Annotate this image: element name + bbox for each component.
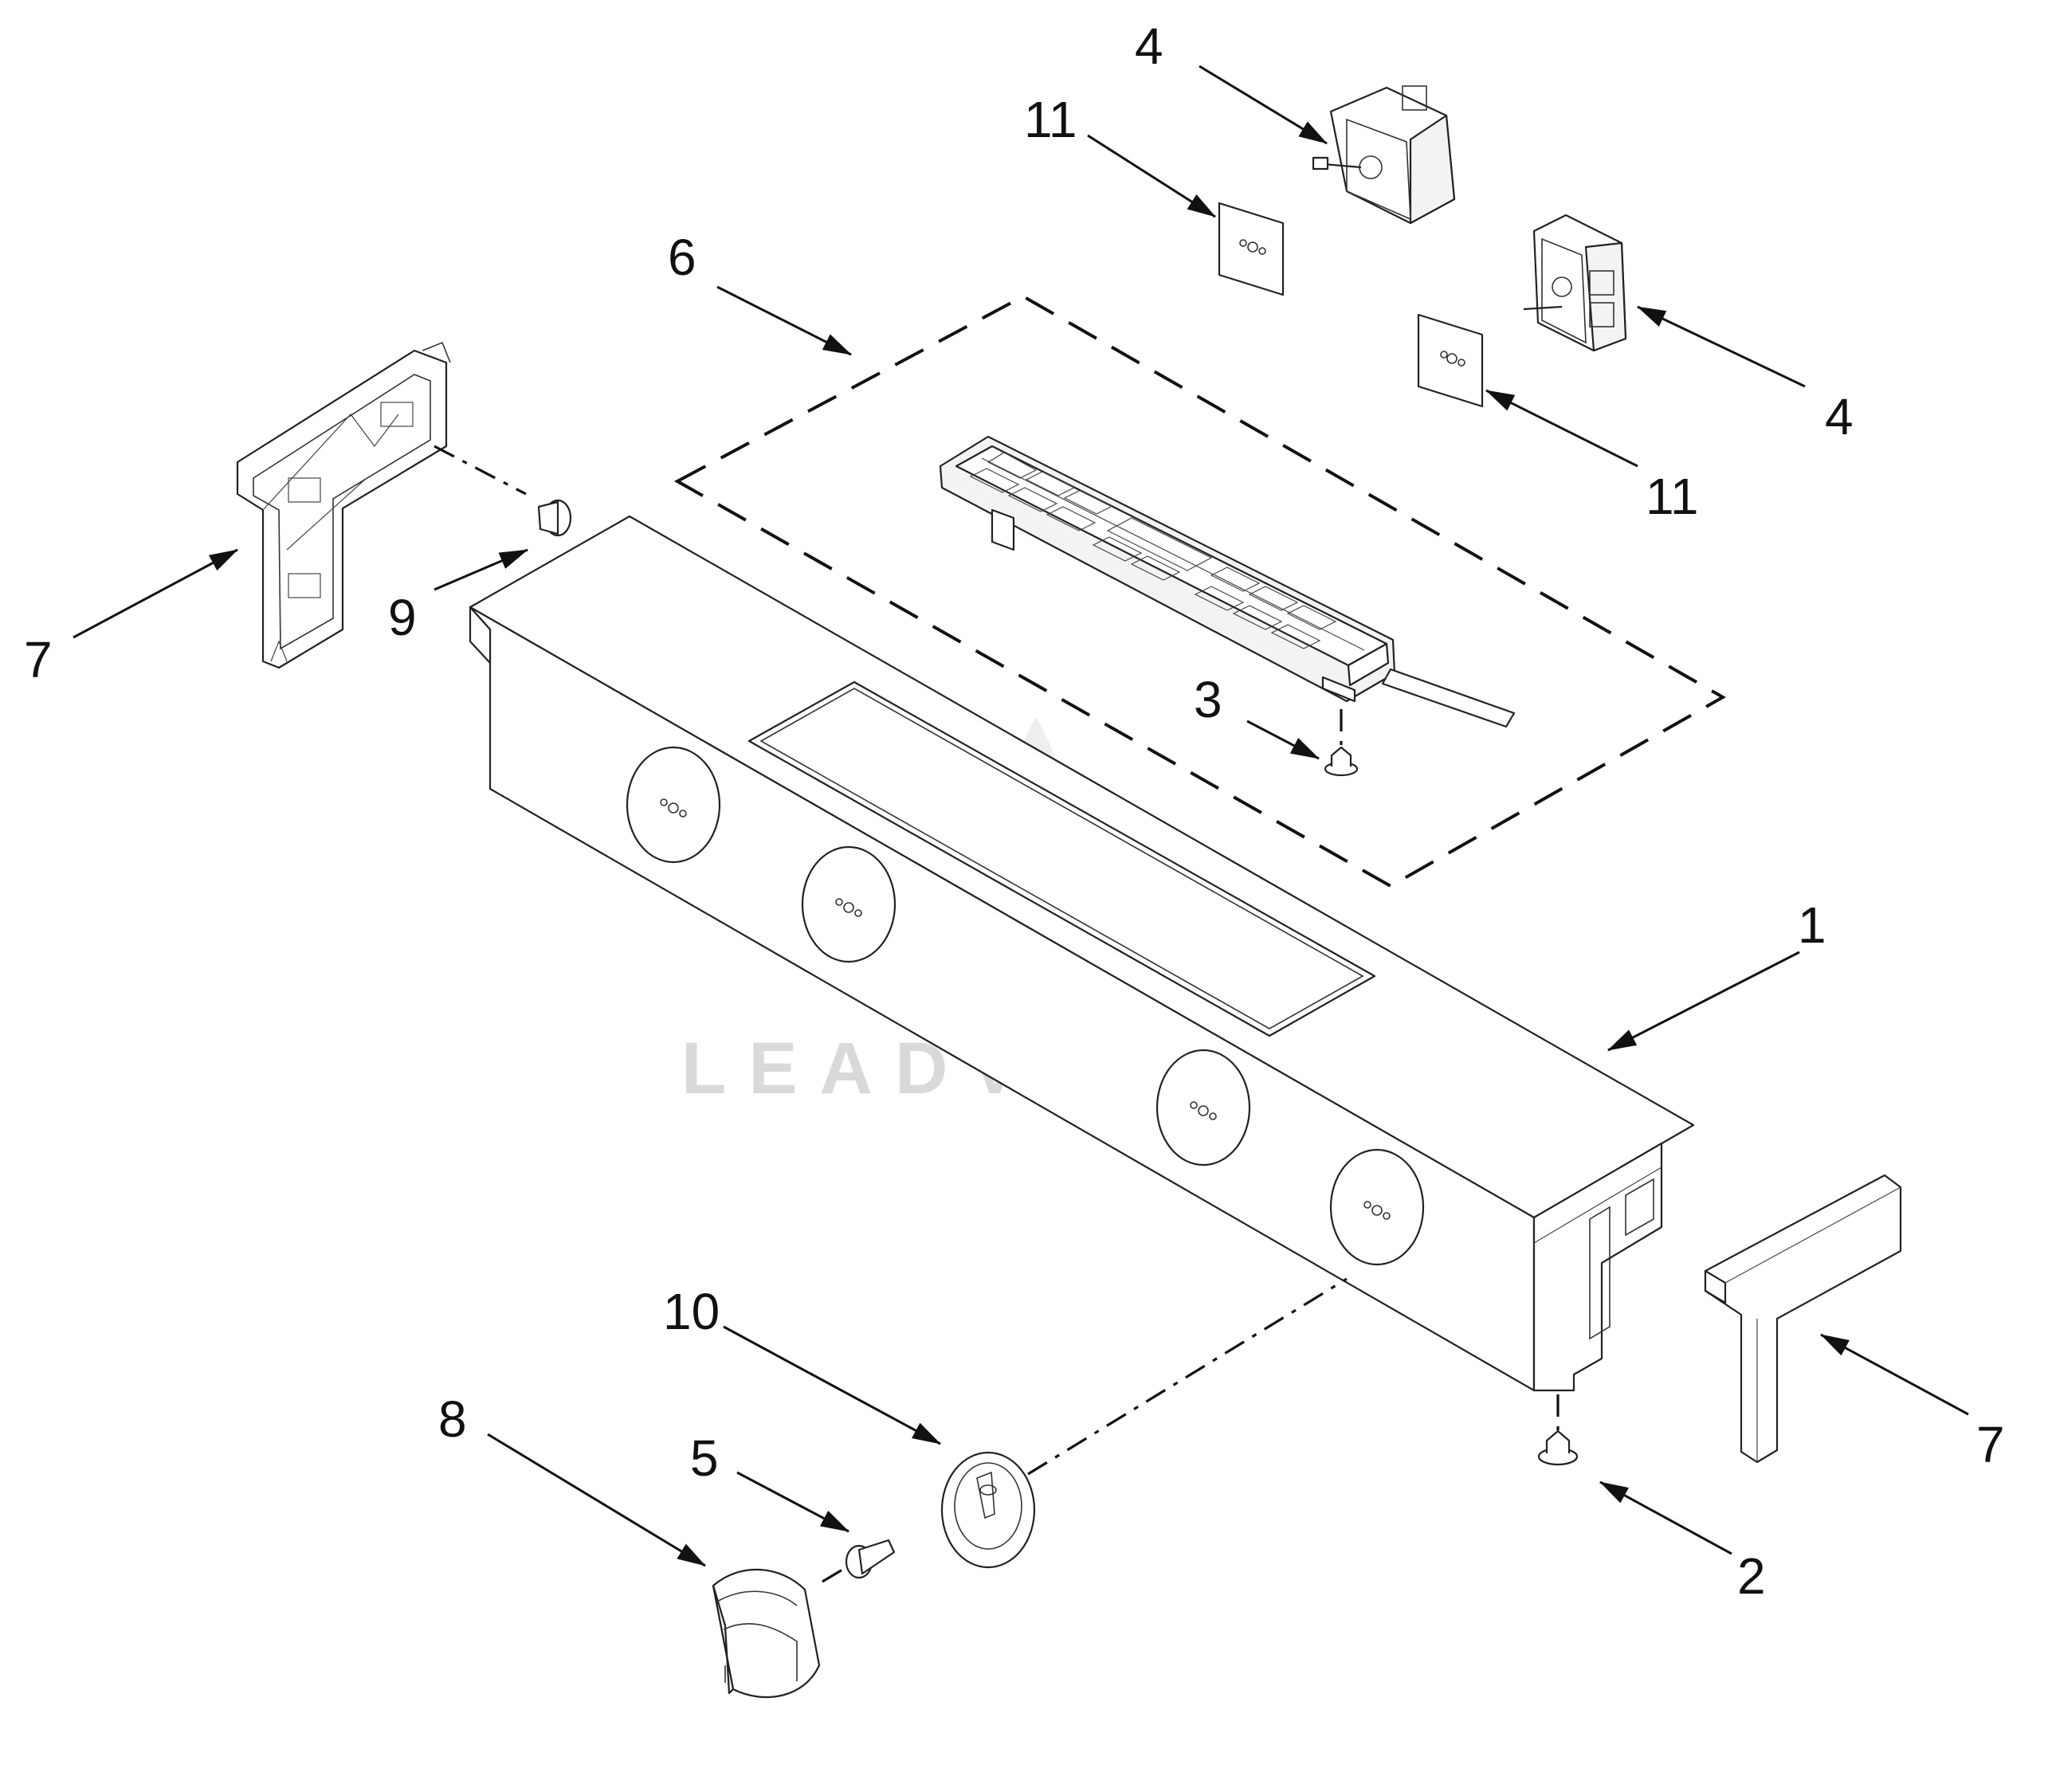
leader-8	[487, 1433, 706, 1567]
electronic-control-board	[939, 435, 1516, 728]
callout-2: 2	[1737, 1547, 1766, 1605]
callout-4b: 4	[1825, 388, 1854, 445]
leader-2	[1599, 1480, 1732, 1555]
console-backguard-panel	[469, 515, 1695, 1392]
board-mounting-screw	[1324, 709, 1359, 777]
callout-9: 9	[388, 589, 417, 646]
infinite-switch-upper	[1312, 85, 1456, 225]
end-cap-left	[236, 341, 451, 669]
callout-5: 5	[690, 1429, 719, 1487]
infinite-switch-lower	[1523, 214, 1627, 352]
leader-6	[716, 285, 852, 356]
leader-4b	[1637, 305, 1806, 388]
control-group-dashed-outline	[673, 294, 1727, 888]
callout-11a: 11	[1024, 91, 1077, 148]
leader-9	[434, 548, 528, 591]
callout-labels: 1 2 3 4 4 5 6 7 7 8 9 10 11 11	[24, 18, 2005, 1605]
knob-bezel	[940, 1451, 1036, 1569]
leader-10	[723, 1325, 941, 1445]
leader-7b	[1820, 1333, 1969, 1416]
leader-3	[1246, 720, 1320, 760]
knob-axis-line	[1027, 1277, 1348, 1476]
callout-1: 1	[1798, 896, 1826, 954]
switch-insulator-upper	[1218, 202, 1285, 296]
callout-8: 8	[438, 1390, 467, 1448]
knob-screw	[845, 1539, 896, 1579]
leader-7a	[73, 548, 238, 639]
end-cap-screw	[434, 445, 572, 537]
switch-insulator-lower	[1417, 313, 1484, 408]
panel-mounting-screw	[1537, 1394, 1579, 1466]
control-knob	[712, 1568, 821, 1699]
leader-11a	[1087, 134, 1216, 218]
callout-7a: 7	[24, 631, 53, 688]
callout-7b: 7	[1976, 1416, 2005, 1473]
callout-10: 10	[663, 1283, 720, 1340]
callout-3: 3	[1194, 671, 1222, 728]
leader-4a	[1199, 65, 1328, 145]
callout-4a: 4	[1135, 18, 1163, 75]
screw-axis-line	[822, 1566, 847, 1583]
callout-11b: 11	[1646, 468, 1698, 525]
leader-lines	[73, 65, 1969, 1567]
callout-6: 6	[668, 229, 696, 286]
leader-1	[1607, 951, 1800, 1052]
leader-11b	[1485, 389, 1638, 468]
leader-5	[736, 1471, 849, 1533]
end-cap-right	[1704, 1174, 1902, 1464]
